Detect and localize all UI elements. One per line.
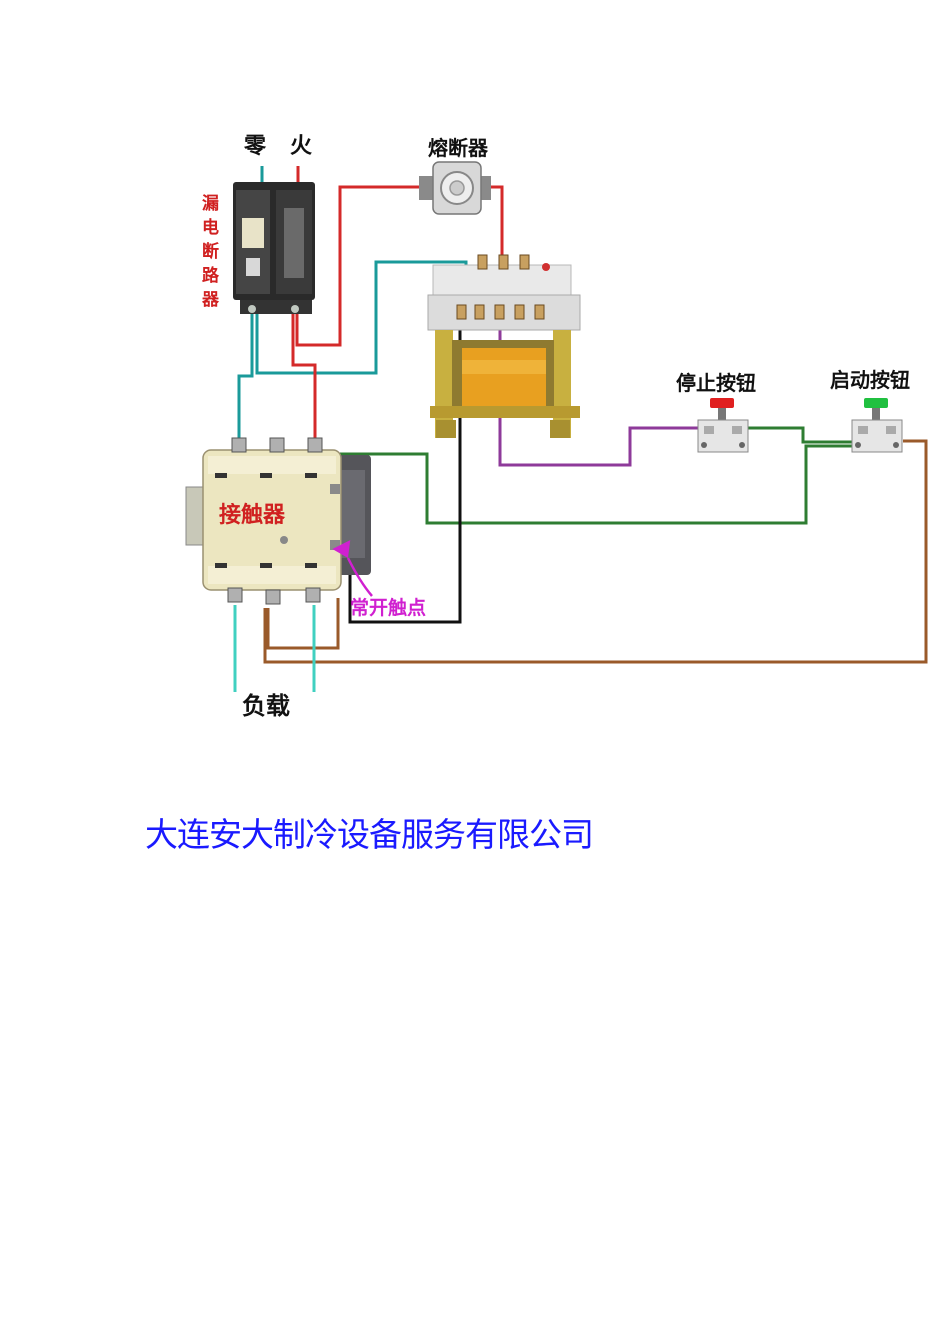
stop-button (697, 398, 749, 453)
load-label: 负载 (242, 692, 290, 720)
live-to-contactor-wire (291, 312, 317, 440)
wiring-diagram: 零 火 漏 电 断 路 器 熔断器 停止按钮 启动按钮 接触器 常开触点 负载 (185, 134, 928, 720)
fuse-to-transformer-wire (487, 185, 504, 262)
breaker-label-3: 断 (202, 241, 219, 262)
no-contact-arrow (332, 540, 373, 597)
contactor-bridge-wire (266, 598, 340, 650)
breaker-label-5: 器 (201, 290, 220, 310)
breaker-label-2: 电 (202, 217, 219, 238)
fuse (419, 161, 491, 215)
transformer-to-contact-wire (348, 318, 462, 624)
stop-button-label: 停止按钮 (676, 371, 756, 395)
breaker-label-1: 漏 (202, 194, 219, 214)
contactor (185, 437, 371, 605)
fuse-label: 熔断器 (428, 136, 489, 160)
company-name: 大连安大制冷设备服务有限公司 (145, 815, 594, 854)
contactor-label: 接触器 (219, 502, 286, 528)
control-transformer (427, 254, 581, 438)
neutral-label: 零 (243, 134, 267, 159)
start-to-contactor-wire (340, 444, 855, 525)
breaker-label-4: 路 (202, 265, 220, 286)
no-contact-label: 常开触点 (350, 596, 426, 619)
wires (233, 166, 928, 692)
leakage-breaker (233, 182, 315, 314)
neutral-to-contactor-wire (237, 312, 254, 440)
start-button (851, 398, 903, 453)
start-button-label: 启动按钮 (830, 368, 910, 392)
start-to-contactor-brown-wire (263, 439, 928, 664)
live-label: 火 (290, 134, 312, 159)
live-to-fuse-wire (295, 185, 421, 347)
neutral-to-transformer-wire (255, 260, 468, 375)
stop-to-start-wire (745, 426, 855, 444)
